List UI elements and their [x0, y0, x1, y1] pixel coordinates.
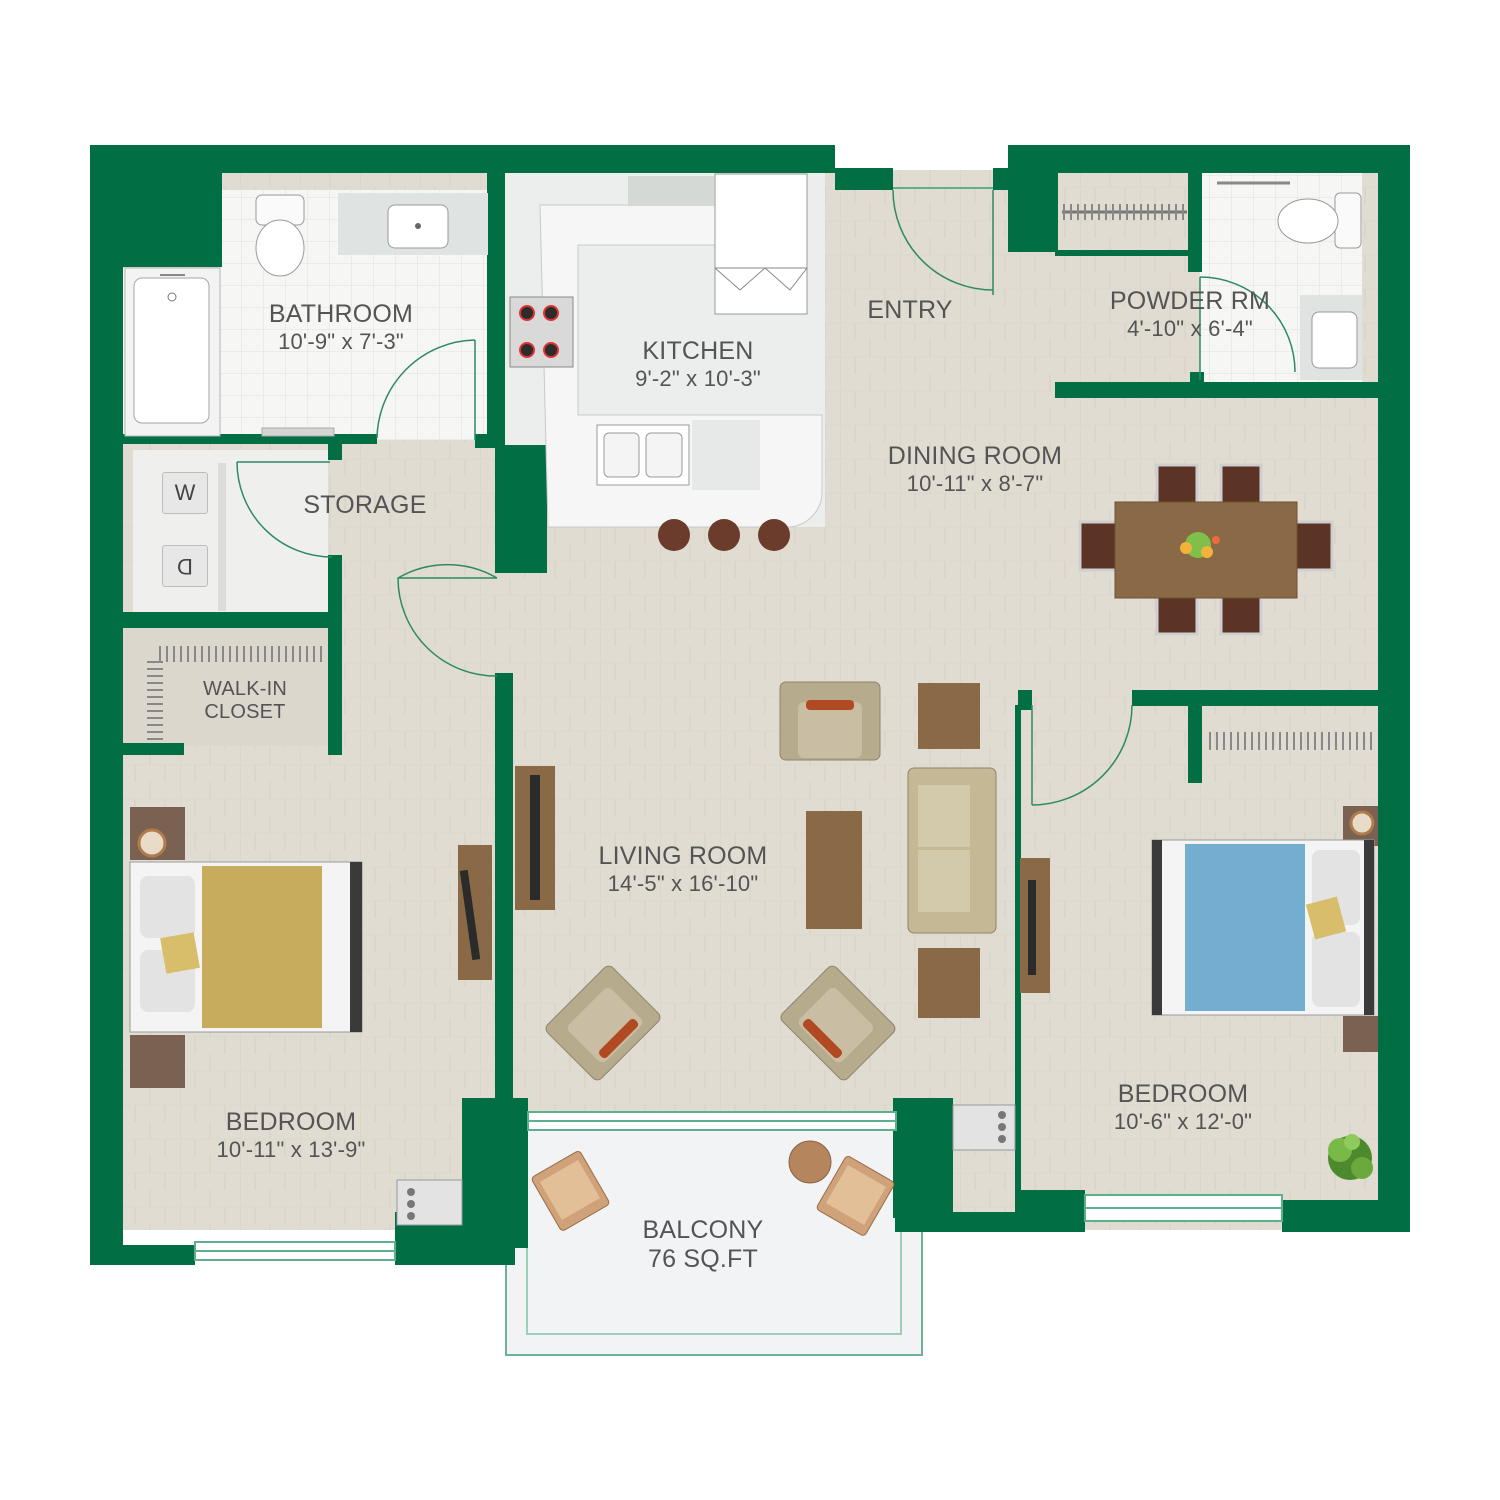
room-label-powder-rm: POWDER RM 4'-10" x 6'-4" — [1080, 287, 1300, 341]
powder-toilet-icon — [1277, 192, 1362, 249]
flower-centerpiece — [1180, 532, 1220, 558]
room-dimensions: 10'-9" x 7'-3" — [278, 328, 404, 354]
nightstand — [1343, 1016, 1378, 1052]
room-label-kitchen: KITCHEN 9'-2" x 10'-3" — [598, 337, 798, 391]
hangers — [1063, 204, 1184, 220]
bed-icon — [129, 861, 363, 1033]
room-label-living-room: LIVING ROOM 14'-5" x 16'-10" — [573, 842, 793, 896]
room-name-line2: CLOSET — [204, 701, 286, 723]
toilet-icon — [255, 194, 305, 277]
hvac-unit — [396, 1179, 463, 1226]
room-name: KITCHEN — [642, 337, 754, 365]
refrigerator-icon — [714, 173, 808, 315]
windows — [194, 187, 1283, 1261]
room-name: BEDROOM — [225, 1108, 357, 1136]
dryer-label: D — [177, 554, 193, 579]
washer-label: W — [174, 480, 196, 505]
nightstand — [130, 1035, 185, 1088]
nightstand — [1343, 806, 1378, 846]
walk-in-closet-hangers — [147, 646, 322, 740]
room-name: BATHROOM — [268, 300, 414, 328]
balcony-table — [788, 1140, 832, 1184]
sofa-icon — [907, 767, 997, 934]
armchair-icon — [780, 965, 896, 1081]
tv-console-icon — [458, 845, 492, 980]
walk-in-closet-floor — [122, 628, 330, 746]
sink-icon — [338, 193, 488, 255]
armchair-icon — [545, 965, 661, 1081]
balcony-chair-icon — [816, 1155, 895, 1236]
powder-sink-icon — [1300, 295, 1362, 380]
storage-shelf — [218, 463, 226, 611]
room-label-bedroom-right: BEDROOM 10'-6" x 12'-0" — [1073, 1080, 1293, 1134]
room-label-dining-room: DINING ROOM 10'-11" x 8'-7" — [860, 442, 1090, 496]
hvac-unit — [952, 1104, 1016, 1151]
side-table — [918, 683, 980, 749]
room-label-bathroom: BATHROOM 10'-9" x 7'-3" — [241, 300, 441, 354]
tv-console-icon — [1020, 858, 1050, 993]
bathtub-icon — [124, 267, 221, 437]
bar-stools — [658, 519, 790, 551]
side-table — [918, 948, 980, 1018]
dryer-icon: D — [162, 545, 208, 587]
room-label-walk-in-closet: WALK-IN CLOSET — [175, 678, 315, 724]
room-dimensions: 10'-11" x 8'-7" — [906, 470, 1044, 496]
balcony-chair-icon — [531, 1150, 610, 1231]
coffee-table — [806, 811, 862, 929]
room-dimensions: 10'-6" x 12'-0" — [1113, 1108, 1253, 1134]
room-label-entry: ENTRY — [830, 296, 990, 325]
nightstand — [130, 807, 185, 860]
room-name-line1: WALK-IN — [203, 678, 287, 700]
tv-console-icon — [515, 766, 555, 910]
washer-icon: W — [162, 472, 208, 514]
room-name: DINING ROOM — [887, 442, 1063, 470]
room-label-storage: STORAGE — [285, 491, 445, 520]
room-name: BALCONY — [642, 1216, 764, 1244]
bathroom-cabinet — [261, 427, 335, 437]
room-name: POWDER RM — [1109, 287, 1271, 315]
bed-icon — [1151, 839, 1375, 1016]
room-name: STORAGE — [303, 491, 427, 519]
plant-icon — [1328, 1134, 1373, 1180]
room-name: BEDROOM — [1117, 1080, 1249, 1108]
bedroom-closet-hangers — [1209, 732, 1372, 750]
stove-icon — [509, 296, 574, 368]
room-dimensions: 14'-5" x 16'-10" — [607, 870, 759, 896]
room-name: ENTRY — [867, 296, 953, 324]
dining-table — [1078, 463, 1334, 636]
room-area: 76 SQ.FT — [648, 1244, 758, 1273]
room-dimensions: 4'-10" x 6'-4" — [1127, 315, 1253, 341]
room-label-bedroom-left: BEDROOM 10'-11" x 13'-9" — [181, 1108, 401, 1162]
room-dimensions: 9'-2" x 10'-3" — [635, 365, 761, 391]
kitchen-sink-icon — [596, 420, 760, 490]
room-name: LIVING ROOM — [598, 842, 768, 870]
room-dimensions: 10'-11" x 13'-9" — [216, 1136, 366, 1162]
room-label-balcony: BALCONY 76 SQ.FT — [613, 1216, 793, 1274]
door-swings — [236, 189, 1296, 806]
walls — [90, 145, 1410, 1265]
armchair-icon — [779, 681, 881, 761]
